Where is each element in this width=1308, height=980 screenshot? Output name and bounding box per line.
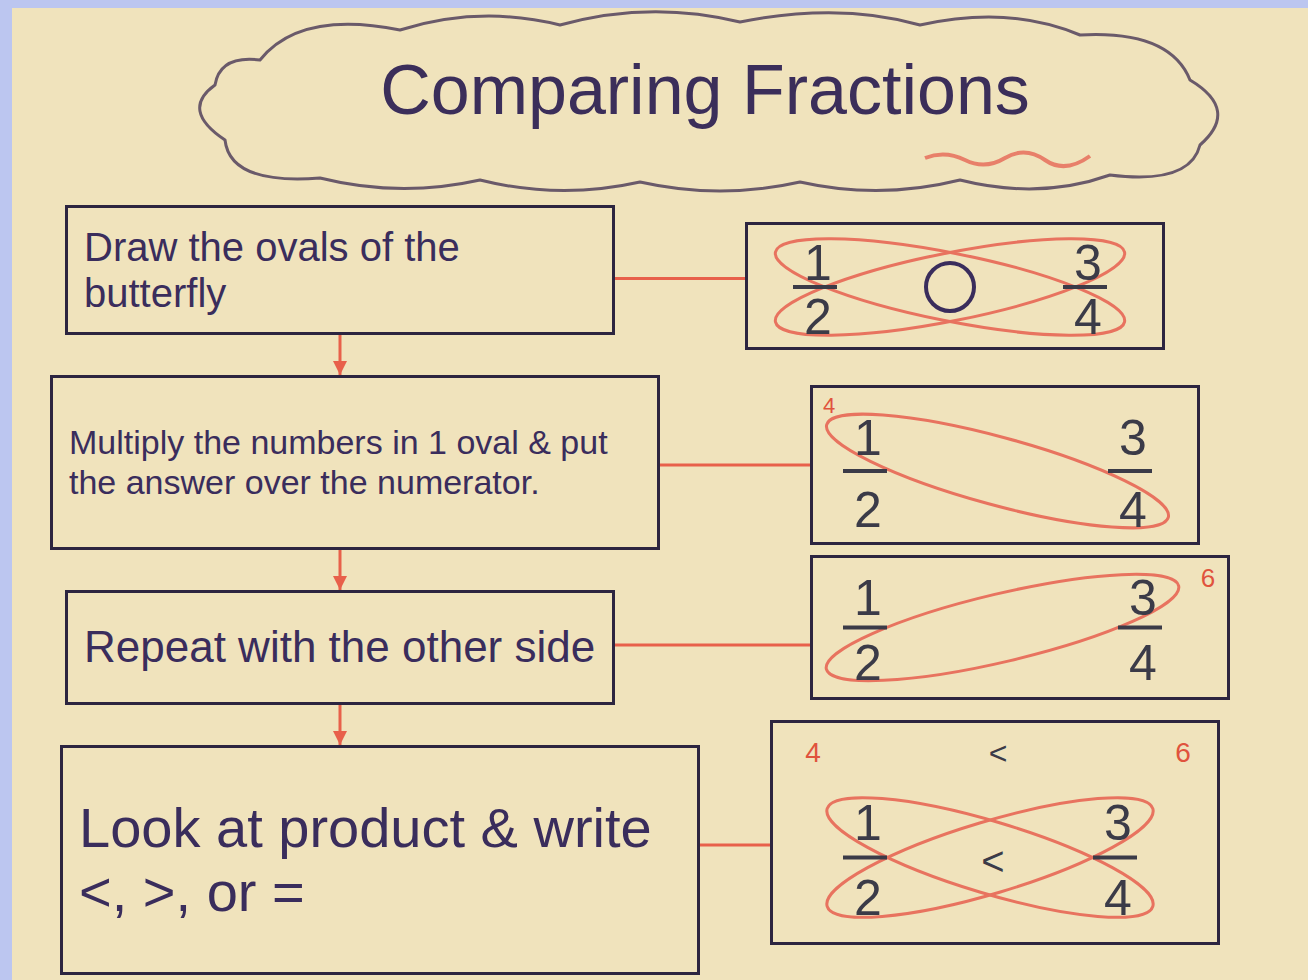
fraction-bar <box>843 856 887 860</box>
title-cloud <box>200 12 1218 191</box>
step-text: Look at product & write <, >, or = <box>79 796 681 925</box>
fraction-bar <box>1108 469 1152 473</box>
butterfly-oval <box>818 392 1177 550</box>
fraction-digit: < <box>989 737 1008 769</box>
fraction-bar <box>1093 856 1137 860</box>
step-box: Repeat with the other side <box>65 590 615 705</box>
flow-arrow <box>339 335 342 375</box>
fraction-digit: 4 <box>1129 638 1157 688</box>
fraction-digit: 3 <box>1104 798 1132 848</box>
connector-line <box>660 464 810 467</box>
connector-line <box>615 277 745 280</box>
step-text: Draw the ovals of the butterfly <box>84 224 596 316</box>
fraction-digit: 4 <box>1104 873 1132 923</box>
fraction-digit: 2 <box>854 485 882 535</box>
butterfly-oval <box>817 774 1163 941</box>
fraction-digit: 1 <box>854 798 882 848</box>
step-text: Multiply the numbers in 1 oval & put the… <box>69 423 641 501</box>
step-box: Look at product & write <, >, or = <box>60 745 700 975</box>
example-box: 12 34 <box>745 222 1165 350</box>
product-number: 4 <box>805 739 821 767</box>
fraction-digit: < <box>977 839 1008 883</box>
fraction-digit: 4 <box>1074 292 1102 342</box>
fraction-digit: 3 <box>1129 573 1157 623</box>
example-box: 1 2 3 4 6 <box>810 555 1230 700</box>
fraction-digit: 4 <box>1119 485 1147 535</box>
fraction-bar <box>843 626 887 630</box>
fraction-bar <box>1118 626 1162 630</box>
connector-line <box>615 644 810 647</box>
fraction-digit: 1 <box>854 573 882 623</box>
butterfly-oval <box>817 774 1163 941</box>
fraction-digit: 3 <box>1074 238 1102 288</box>
fraction-bar <box>843 469 887 473</box>
flow-arrow <box>339 705 342 745</box>
connector-line <box>700 844 770 847</box>
product-number: 6 <box>1175 739 1191 767</box>
fraction-digit: 3 <box>1119 413 1147 463</box>
chart-title: Comparing Fractions <box>230 52 1180 129</box>
butterfly-oval <box>769 219 1131 355</box>
fraction-digit: 2 <box>804 292 832 342</box>
flow-arrow <box>339 550 342 590</box>
step-text: Repeat with the other side <box>84 622 596 673</box>
step-box: Draw the ovals of the butterfly <box>65 205 615 335</box>
product-number: 4 <box>823 395 835 417</box>
compare-circle <box>926 263 974 311</box>
fraction-digit: 1 <box>854 413 882 463</box>
step-box: Multiply the numbers in 1 oval & put the… <box>50 375 660 550</box>
fraction-digit: 2 <box>854 873 882 923</box>
butterfly-oval <box>769 219 1131 355</box>
example-box: 4 <6 1 2 <3 4 <box>770 720 1220 945</box>
example-box: 41234 <box>810 385 1200 545</box>
butterfly-oval <box>819 553 1187 702</box>
product-number: 6 <box>1201 565 1215 591</box>
fraction-digit: 1 <box>804 238 832 288</box>
red-scribble <box>925 152 1090 166</box>
fraction-digit: 2 <box>854 638 882 688</box>
